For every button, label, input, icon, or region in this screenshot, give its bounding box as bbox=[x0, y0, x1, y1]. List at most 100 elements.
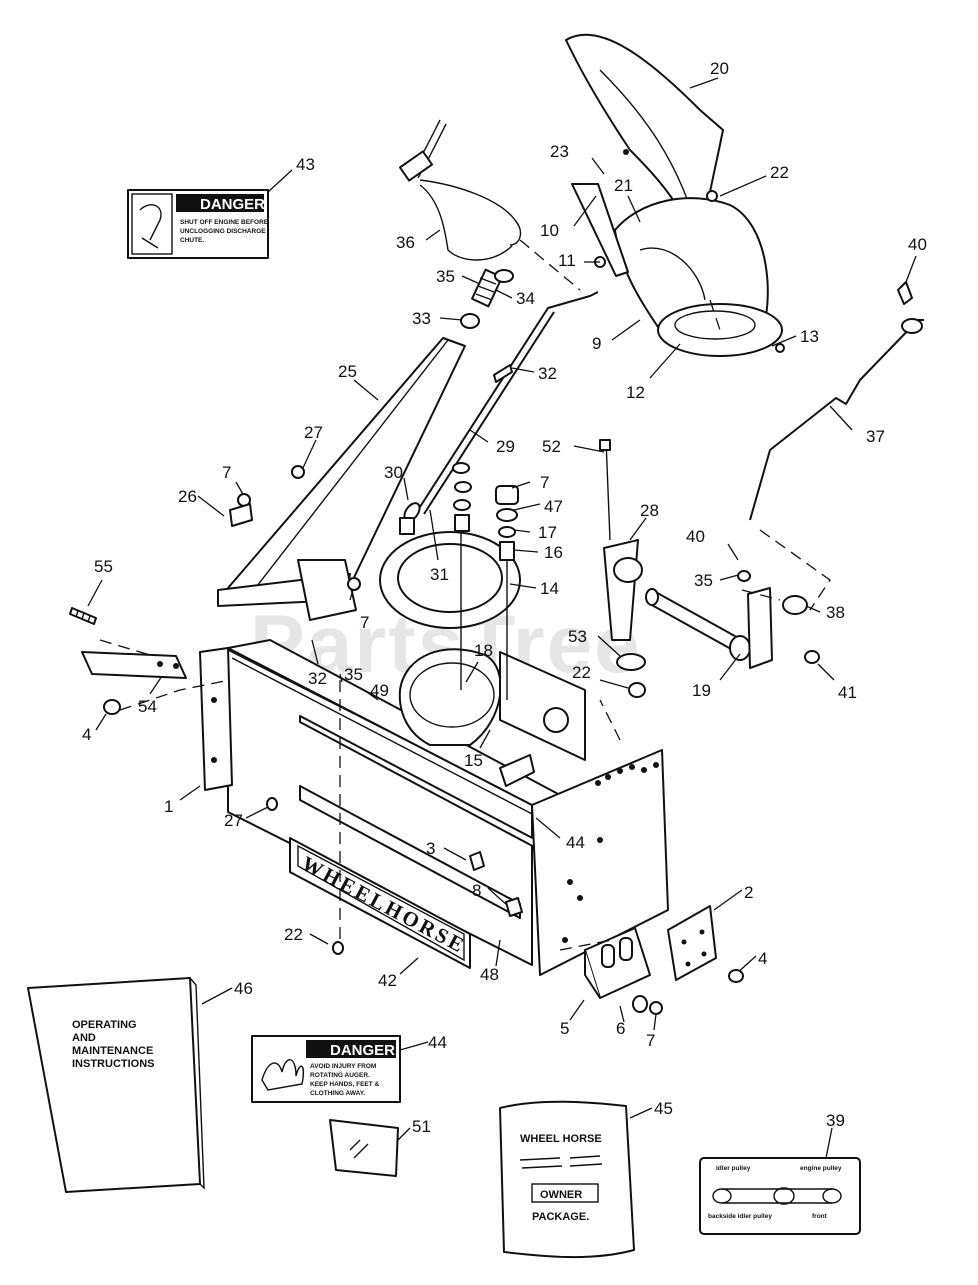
callout-28: 28 bbox=[640, 501, 659, 520]
callout-35: 35 bbox=[436, 267, 455, 286]
clip-35b bbox=[737, 570, 751, 582]
callout-45: 45 bbox=[654, 1099, 673, 1118]
callouts: 20 43 23 22 21 10 36 11 40 35 34 33 9 13… bbox=[82, 59, 927, 1136]
chute-body bbox=[614, 197, 783, 357]
alignment-lines bbox=[99, 239, 831, 951]
danger-bottom-line3: KEEP HANDS, FEET & bbox=[310, 1081, 380, 1088]
mount-bracket bbox=[81, 651, 187, 679]
screw-13 bbox=[775, 343, 785, 353]
leader-lines bbox=[87, 77, 917, 1159]
bolt-8 bbox=[505, 897, 523, 917]
callout-8: 8 bbox=[472, 881, 481, 900]
nut-22 bbox=[628, 682, 646, 698]
callout-13: 13 bbox=[800, 327, 819, 346]
danger-top-line3: CHUTE. bbox=[180, 237, 204, 244]
stud-stack bbox=[452, 462, 519, 700]
callout-39: 39 bbox=[826, 1111, 845, 1130]
callout-30: 30 bbox=[384, 463, 403, 482]
danger-top-line2: UNCLOGGING DISCHARGE bbox=[180, 228, 266, 235]
nut-41 bbox=[804, 650, 820, 664]
callout-52: 52 bbox=[542, 437, 561, 456]
callout-2: 2 bbox=[744, 883, 753, 902]
callout-34: 34 bbox=[516, 289, 535, 308]
washer-53 bbox=[616, 653, 646, 671]
spring-and-knob bbox=[460, 268, 514, 383]
callout-20: 20 bbox=[710, 59, 729, 78]
washer-6 bbox=[632, 995, 648, 1013]
danger-bottom-line2: ROTATING AUGER. bbox=[310, 1072, 370, 1079]
side-bolt-holes bbox=[562, 762, 659, 943]
nut-22c bbox=[332, 941, 344, 955]
callout-48: 48 bbox=[480, 965, 499, 984]
callout-27b: 27 bbox=[224, 811, 243, 830]
danger-heading-top: DANGER bbox=[200, 196, 265, 213]
skid-shoe bbox=[584, 927, 651, 999]
callout-22: 22 bbox=[770, 163, 789, 182]
callout-15: 15 bbox=[464, 751, 483, 770]
nut-7b bbox=[347, 577, 361, 591]
callout-7d: 7 bbox=[646, 1031, 655, 1050]
nut-7d bbox=[649, 1001, 663, 1015]
auger-housing bbox=[199, 639, 669, 976]
callout-9: 9 bbox=[592, 334, 601, 353]
link-26 bbox=[229, 503, 253, 527]
owner-package-line2: PACKAGE. bbox=[532, 1211, 589, 1223]
callout-49: 49 bbox=[370, 681, 389, 700]
callout-41: 41 bbox=[838, 683, 857, 702]
bolt-27a bbox=[291, 465, 305, 479]
callout-22c: 22 bbox=[284, 925, 303, 944]
callout-44: 44 bbox=[566, 833, 585, 852]
callout-22b: 22 bbox=[572, 663, 591, 682]
window-decal-51 bbox=[329, 1119, 399, 1177]
callout-33: 33 bbox=[412, 309, 431, 328]
nut-4b bbox=[728, 969, 744, 983]
callout-54: 54 bbox=[138, 697, 157, 716]
owner-package-brand: WHEEL HORSE bbox=[520, 1133, 602, 1145]
callout-53: 53 bbox=[568, 627, 587, 646]
cable-assembly bbox=[398, 119, 522, 261]
callout-12: 12 bbox=[626, 383, 645, 402]
callout-31: 31 bbox=[430, 565, 449, 584]
callout-1: 1 bbox=[164, 797, 173, 816]
callout-43: 43 bbox=[296, 155, 315, 174]
callout-40b: 40 bbox=[686, 527, 705, 546]
bearing-plate bbox=[667, 905, 717, 981]
manual-line3: MAINTENANCE bbox=[72, 1045, 153, 1057]
callout-26: 26 bbox=[178, 487, 197, 506]
bushing-38 bbox=[782, 595, 808, 615]
callout-19: 19 bbox=[692, 681, 711, 700]
callout-51: 51 bbox=[412, 1117, 431, 1136]
danger-decal-top: DANGER SHUT OFF ENGINE BEFORE UNCLOGGING… bbox=[127, 189, 269, 259]
danger-heading-bottom: DANGER bbox=[330, 1042, 395, 1059]
callout-27: 27 bbox=[304, 423, 323, 442]
housing-outlet-15 bbox=[398, 648, 586, 761]
bolt-55 bbox=[69, 607, 97, 625]
callout-29: 29 bbox=[496, 437, 515, 456]
bolt-3 bbox=[469, 851, 485, 871]
control-rod-37 bbox=[749, 281, 924, 521]
callout-36: 36 bbox=[396, 233, 415, 252]
callout-4: 4 bbox=[82, 725, 91, 744]
nut-4a bbox=[103, 699, 121, 715]
belt-label-front: front bbox=[812, 1213, 828, 1220]
danger-bottom-line1: AVOID INJURY FROM bbox=[310, 1063, 376, 1070]
callout-7: 7 bbox=[222, 463, 231, 482]
crank-support-tube bbox=[217, 337, 466, 621]
bolt-27b bbox=[266, 797, 278, 811]
callout-11: 11 bbox=[558, 251, 576, 270]
callout-46: 46 bbox=[234, 979, 253, 998]
owner-package-line1: OWNER bbox=[540, 1189, 582, 1201]
callout-32: 32 bbox=[538, 364, 557, 383]
nut-22a bbox=[706, 190, 718, 202]
callout-44b: 44 bbox=[428, 1033, 447, 1052]
callout-38: 38 bbox=[826, 603, 845, 622]
danger-decal-bottom: DANGER AVOID INJURY FROM ROTATING AUGER.… bbox=[251, 1035, 401, 1103]
owner-package: WHEEL HORSE OWNER PACKAGE. bbox=[499, 1100, 635, 1259]
callout-4b: 4 bbox=[758, 949, 767, 968]
belt-routing-decal: idler pulley engine pulley backside idle… bbox=[699, 1157, 861, 1235]
belt-label-engine: engine pulley bbox=[800, 1165, 842, 1172]
danger-top-line1: SHUT OFF ENGINE BEFORE bbox=[180, 219, 269, 226]
callout-10: 10 bbox=[540, 221, 559, 240]
callout-40: 40 bbox=[908, 235, 927, 254]
